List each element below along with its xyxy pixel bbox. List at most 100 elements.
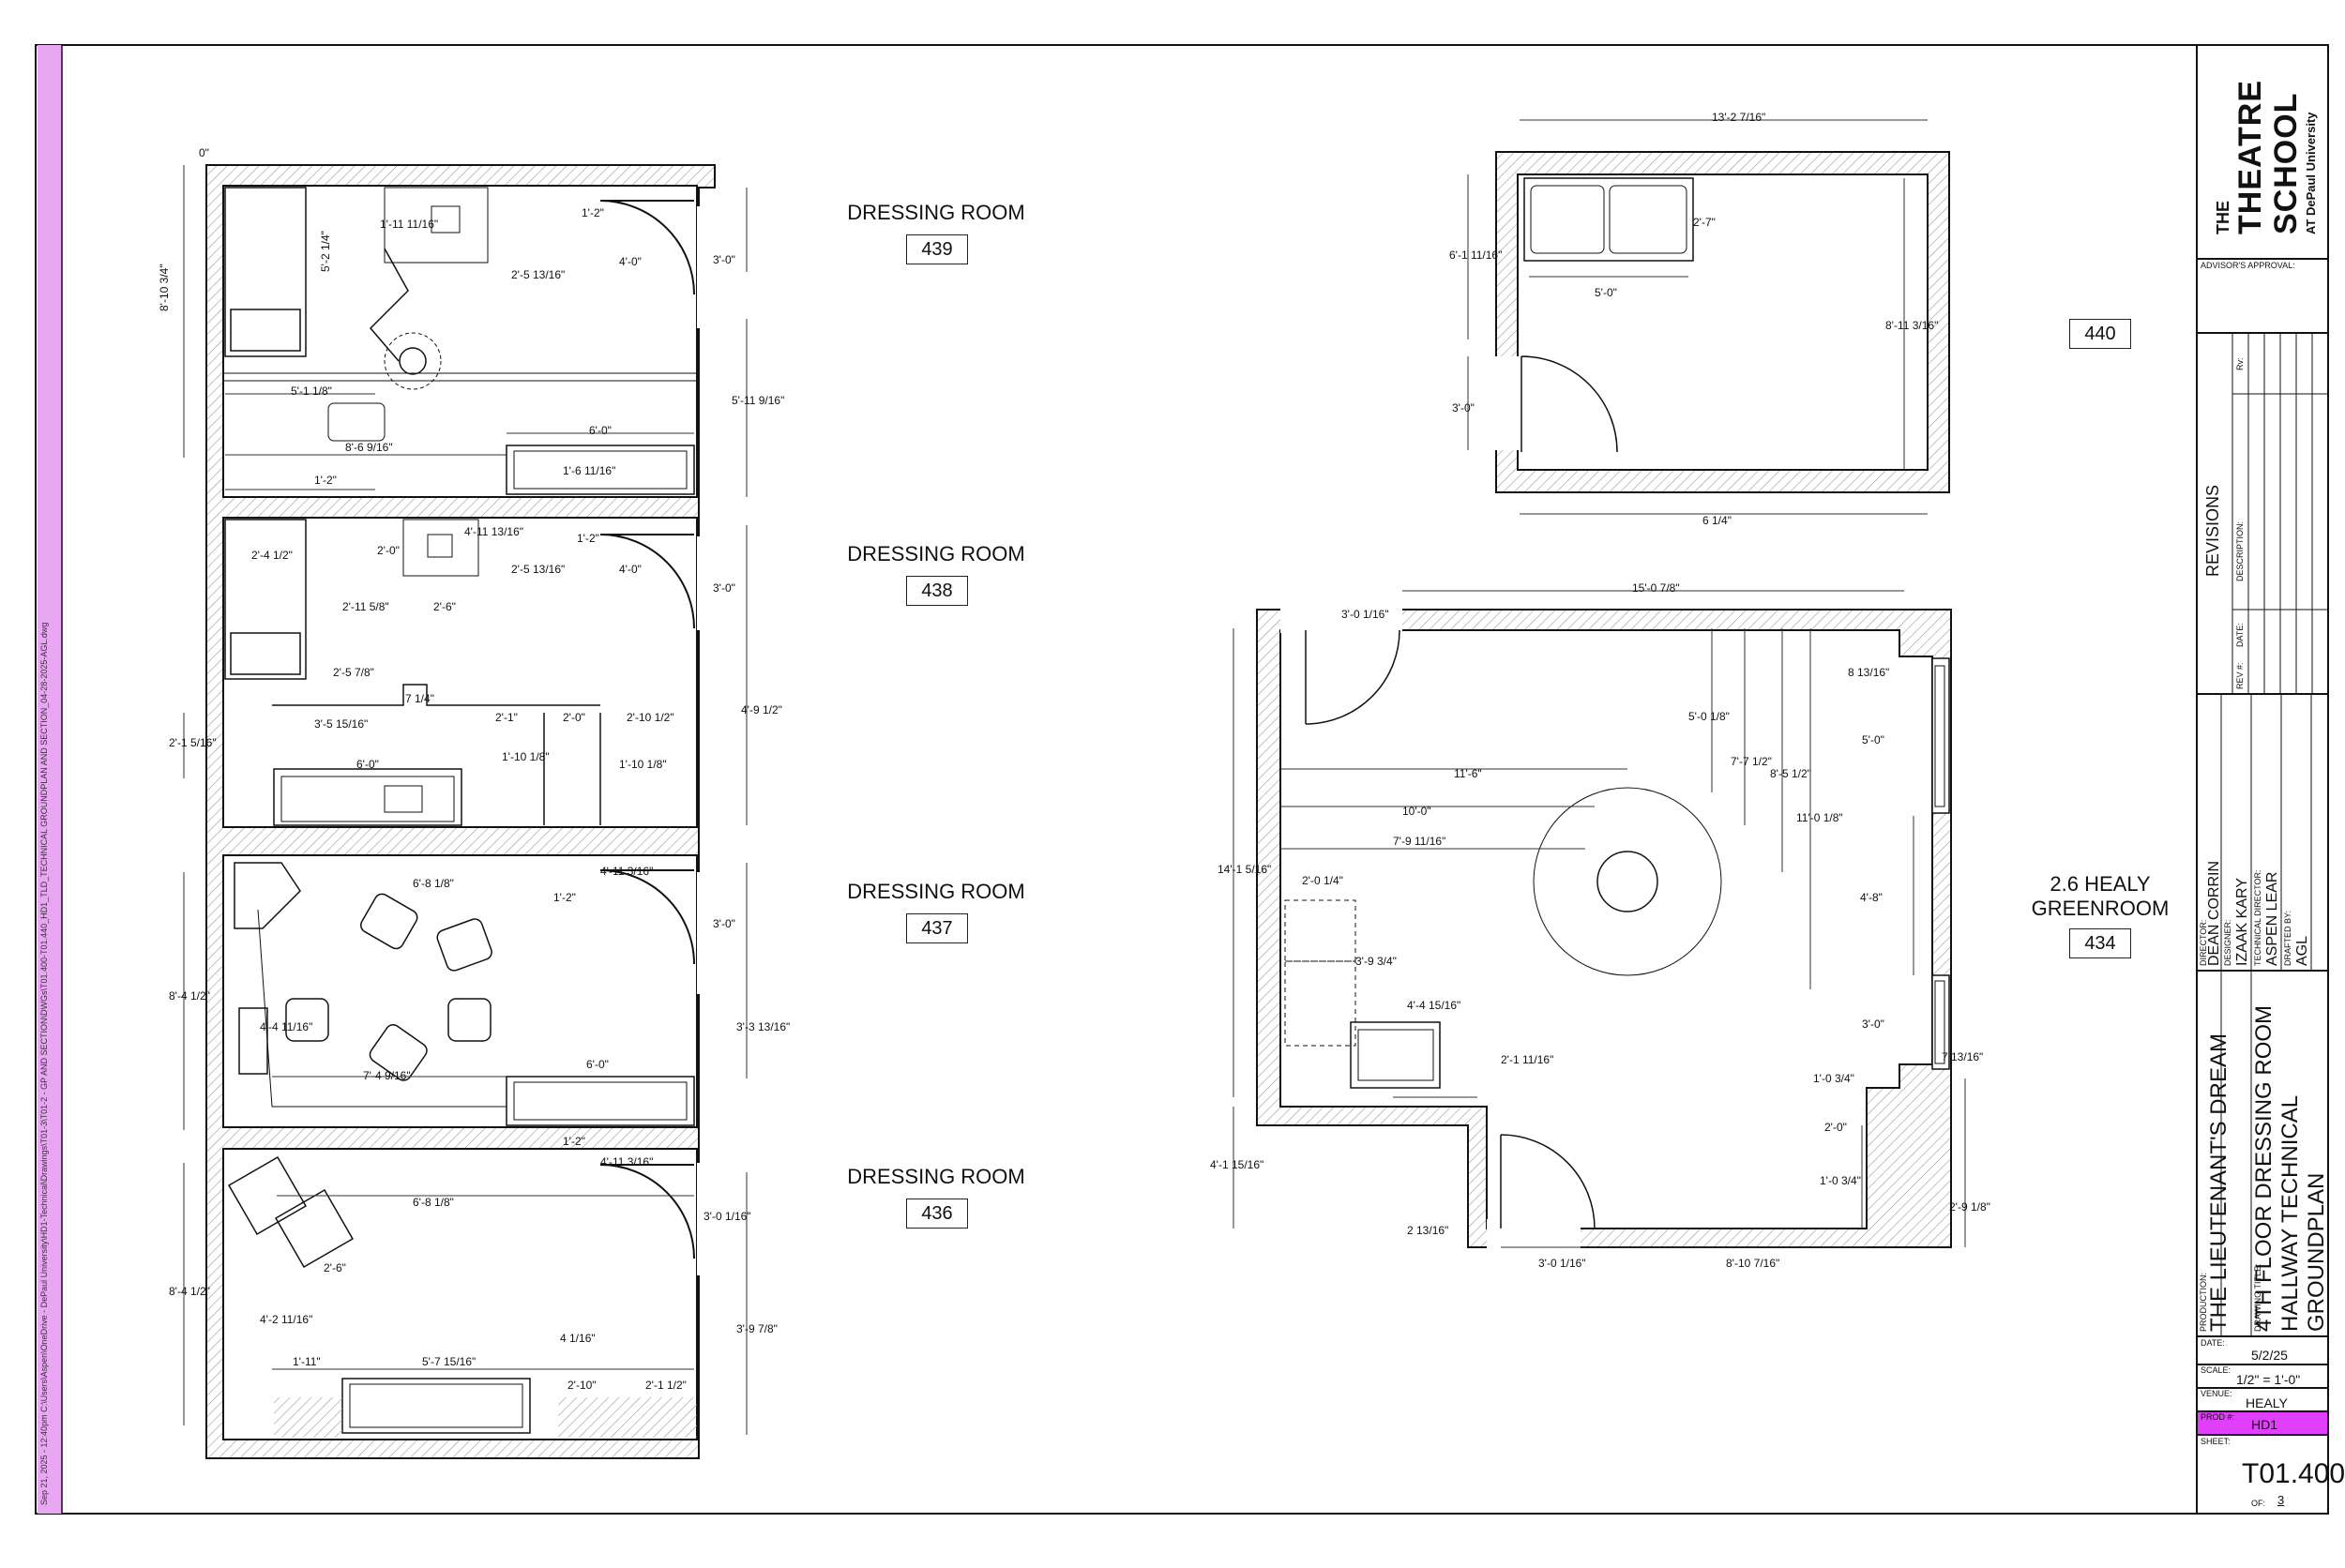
- drawing-title-line-2: HALLWAY TECHNICAL: [2277, 1094, 2303, 1332]
- venue-value: HEALY: [2246, 1395, 2288, 1410]
- dimension-label: 1'-2": [563, 1135, 585, 1148]
- dimension-label: 4'-11 3/16": [600, 1155, 654, 1168]
- director-name: DEAN CORRIN: [2206, 860, 2222, 966]
- dimension-label: 8'-5 1/2": [1770, 767, 1811, 780]
- dimension-label: 8 13/16": [1848, 666, 1890, 679]
- dimension-label: 15'-0 7/8": [1632, 581, 1680, 595]
- advisor-label: ADVISOR'S APPROVAL:: [2201, 261, 2295, 270]
- dimension-label: 8'-10 7/16": [1726, 1257, 1780, 1270]
- title-block: [2196, 44, 2329, 1515]
- dimension-label: 4'-4 11/16": [260, 1020, 313, 1033]
- revisions-heading: REVISIONS: [2203, 484, 2222, 577]
- door-swing-439: [599, 200, 695, 295]
- dimension-label: 2'-5 7/8": [333, 666, 374, 679]
- greenroom-interior: [1279, 629, 1933, 1229]
- scale-label: SCALE:: [2201, 1365, 2232, 1375]
- dimension-label: 2'-0": [377, 544, 400, 557]
- room-436-interior: [222, 1148, 698, 1440]
- dimension-label: 2'-1 1/2": [645, 1379, 687, 1392]
- dimension-label: 4'-11 13/16": [464, 525, 524, 538]
- dimension-label: 2'-0 1/4": [1302, 874, 1343, 887]
- accent-strip: [38, 45, 62, 1514]
- dimension-label: 2'-4 1/2": [251, 549, 293, 562]
- prod-label: PROD #:: [2201, 1412, 2235, 1422]
- room-440-number: 440: [2069, 319, 2131, 349]
- rev-desc-label: DESCRIPTION:: [2235, 520, 2245, 581]
- dimension-label: 3'-0": [713, 917, 735, 930]
- dimension-label: 6 1/4": [1702, 514, 1732, 527]
- dimension-label: 8'-10 3/4": [158, 264, 171, 311]
- dimension-label: 1'-6 11/16": [563, 464, 616, 477]
- room-438-number: 438: [906, 576, 968, 606]
- dimension-label: 2'-7": [1693, 216, 1716, 229]
- designer-name: IZAAK KARY: [2234, 878, 2250, 966]
- door-swing-434-bottom: [1500, 1134, 1596, 1229]
- room-437-number: 437: [906, 913, 968, 943]
- dimension-label: 4'-0": [619, 255, 642, 268]
- dimension-label: 1'-10 1/8": [502, 750, 550, 763]
- dimension-label: 11'-6": [1454, 767, 1482, 780]
- dimension-label: 1'-11": [293, 1355, 321, 1368]
- room-438-interior: [222, 517, 698, 828]
- room-436-number: 436: [906, 1199, 968, 1229]
- dimension-label: 10'-0": [1402, 805, 1431, 818]
- dimension-label: 3'-0 1/16": [704, 1210, 751, 1223]
- dimension-label: 1'-2": [314, 474, 337, 487]
- dimension-label: 1'-10 1/8": [619, 758, 667, 771]
- rev-rv-label: Rv:: [2235, 357, 2245, 371]
- room-438-name: DRESSING ROOM: [847, 542, 1025, 565]
- dimension-label: 2'-9 1/8": [1949, 1200, 1990, 1214]
- dimension-label: 4'-9 1/2": [741, 703, 782, 716]
- room-434-name: 2.6 HEALY GREENROOM: [2031, 872, 2170, 920]
- dimension-label: 5'-11 9/16": [732, 394, 785, 407]
- dimension-label: 3'-0": [1452, 401, 1475, 415]
- dimension-label: 2'-1 11/16": [1501, 1053, 1554, 1066]
- dimension-label: 0": [199, 146, 209, 159]
- dimension-label: 8'-11 3/16": [1885, 319, 1939, 332]
- dimension-label: 2'-10": [567, 1379, 597, 1392]
- dimension-label: 6'-1 11/16": [1449, 249, 1503, 262]
- room-440-interior: [1517, 173, 1929, 471]
- dimension-label: 5'-7 15/16": [422, 1355, 477, 1368]
- dimension-label: 2'-0": [563, 711, 585, 724]
- dimension-label: 1'-11 11/16": [380, 218, 439, 231]
- drawing-title-line-3: GROUNDPLAN: [2304, 1172, 2329, 1332]
- dimension-label: 4 1/16": [560, 1332, 596, 1345]
- dimension-label: 2'-11 5/8": [342, 600, 389, 613]
- room-437-name: DRESSING ROOM: [847, 880, 1025, 903]
- dimension-label: 3'-3 13/16": [736, 1020, 791, 1033]
- room-436-name: DRESSING ROOM: [847, 1165, 1025, 1188]
- dimension-label: 1'-2": [582, 206, 604, 219]
- dimension-label: 2'-6": [433, 600, 456, 613]
- designer-label: DESIGNER:: [2223, 919, 2232, 966]
- date-label: DATE:: [2201, 1338, 2225, 1348]
- dimension-label: 2'-6": [324, 1261, 346, 1274]
- dimension-label: 1'-2": [577, 532, 599, 545]
- prod-number-highlight: [2196, 1410, 2329, 1436]
- room-434-number: 434: [2069, 928, 2131, 958]
- dimension-label: 5'-0 1/8": [1688, 710, 1730, 723]
- greenroom-434-plan: [1256, 605, 1952, 1252]
- room-440-plan: [1493, 151, 1950, 493]
- dimension-label: 6'-8 1/8": [413, 877, 454, 890]
- dimension-label: 3'-9 7/8": [736, 1322, 778, 1335]
- logo-theatre: THEATRE: [2232, 79, 2268, 234]
- drafted-name: AGL: [2294, 935, 2310, 966]
- scale-value: 1/2" = 1'-0": [2236, 1372, 2301, 1387]
- dimension-label: 2 13/16": [1407, 1224, 1449, 1237]
- door-swing-434-top: [1305, 629, 1400, 725]
- dimension-label: 13'-2 7/16": [1712, 111, 1766, 124]
- dimension-label: 6'-0": [586, 1058, 609, 1071]
- logo-school: SCHOOL: [2268, 92, 2304, 234]
- dimension-label: 6'-0": [589, 424, 612, 437]
- dimension-label: 3'-0": [713, 581, 735, 595]
- dimension-label: 2'-0": [1824, 1121, 1847, 1134]
- rev-date-label: DATE:: [2235, 623, 2245, 647]
- dimension-label: 7 1/4": [405, 692, 434, 705]
- drawing-title-line-1: 4TH FLOOR DRESSING ROOM: [2251, 1004, 2277, 1332]
- dimension-label: 2'-1": [495, 711, 518, 724]
- dressing-rooms-block: [205, 164, 716, 1459]
- dimension-label: 6'-0": [356, 758, 379, 771]
